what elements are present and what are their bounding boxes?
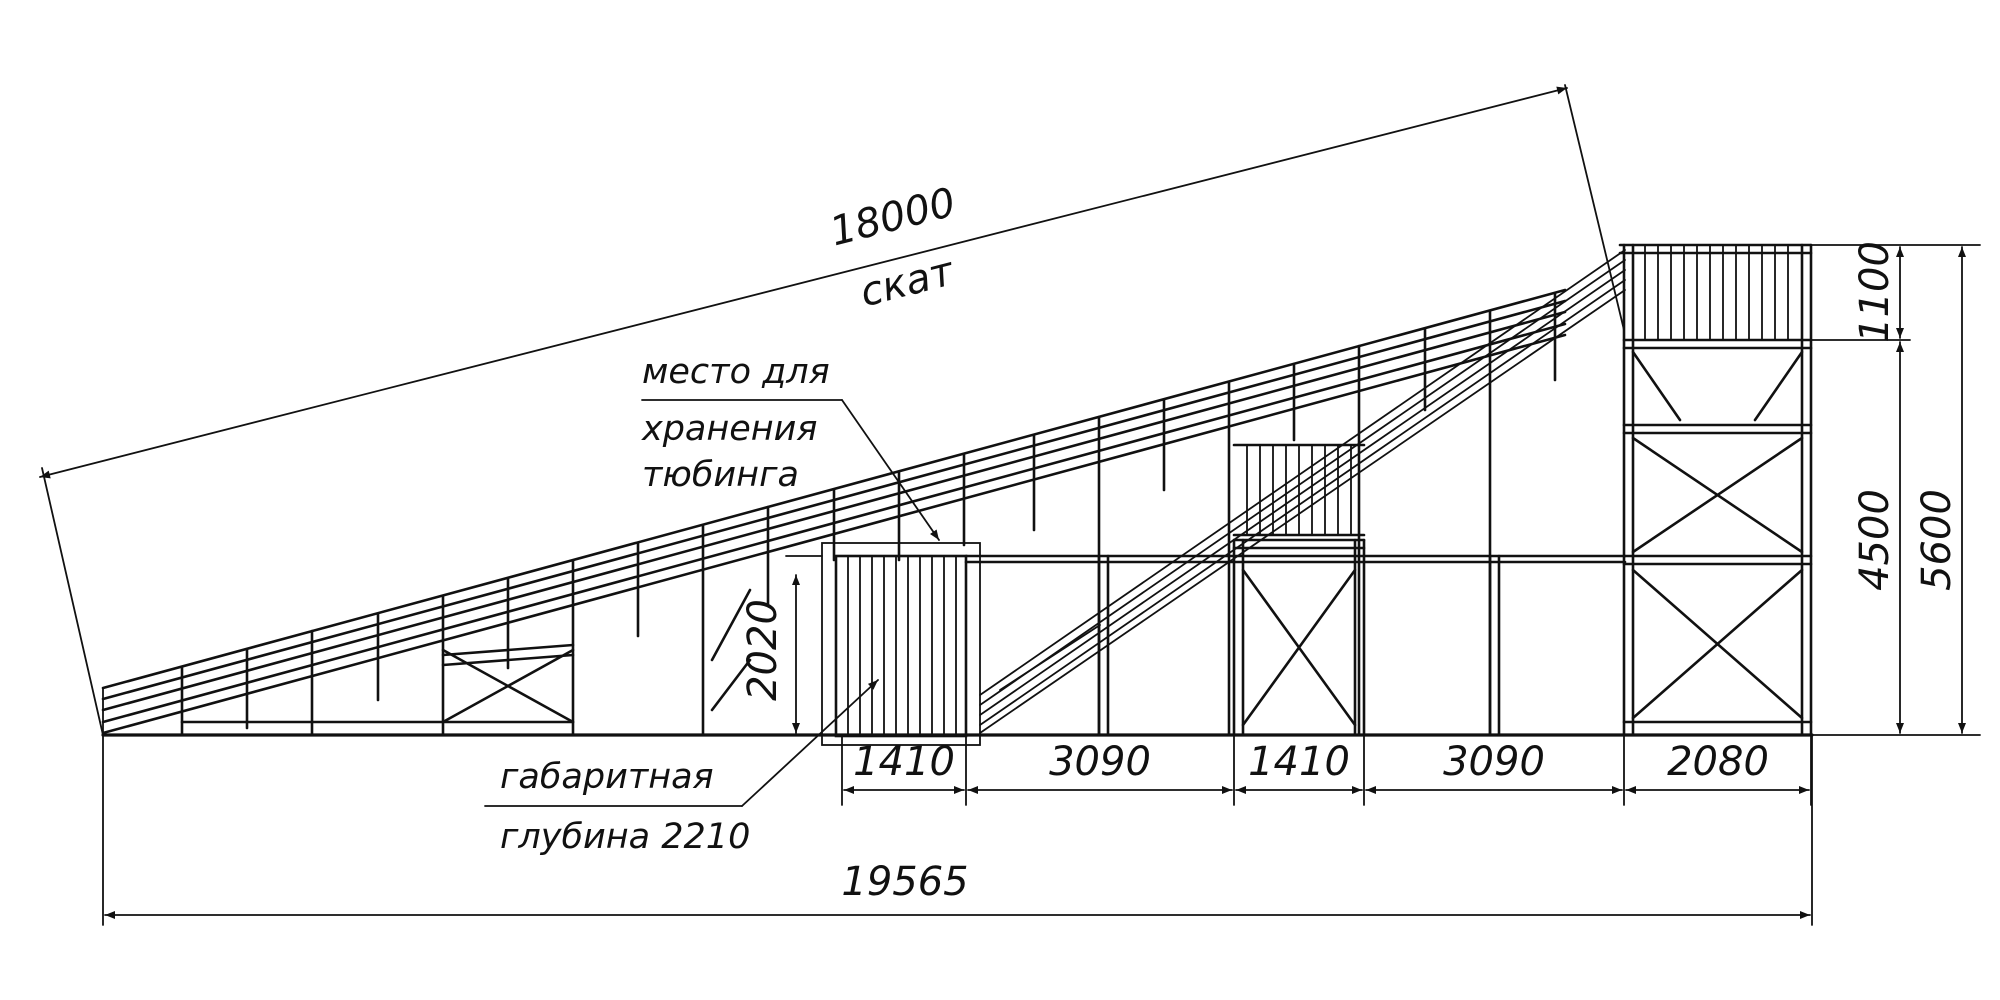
height-dimensions: 1100 4500 5600 [1810,241,1981,736]
depth-note: габаритная глубина 2210 [484,679,879,857]
door-height-dimension: 2020 [740,555,823,734]
platform-height-value: 4500 [1852,489,1898,591]
total-length-dimension: 19565 [102,734,1813,926]
slope-label: скат [856,248,960,316]
slope-length-value: 18000 [825,179,960,255]
top-tower [1618,243,1813,737]
door-height-value: 2020 [740,599,786,701]
storage-note-line-1: место для [642,352,830,392]
slope-structure [101,288,1567,737]
depth-note-line-1: габаритная [500,757,714,797]
top-rail-height-value: 1100 [1852,241,1898,343]
span-2: 3090 [1049,739,1151,785]
storage-note-line-2: хранения [641,409,817,449]
span-dimensions: 1410 3090 1410 3090 2080 [841,734,1812,806]
span-4: 3090 [1443,739,1545,785]
total-length-value: 19565 [841,859,968,905]
span-5: 2080 [1667,739,1769,785]
span-3: 1410 [1248,739,1350,785]
storage-note: место для хранения тюбинга [641,352,940,541]
span-1: 1410 [853,739,955,785]
storage-note-line-3: тюбинга [642,455,799,495]
slope-length-dimension: 18000 скат [39,84,1625,736]
slope-bay-frame [180,588,752,724]
depth-note-line-2: глубина 2210 [500,817,750,857]
total-height-value: 5600 [1914,489,1960,591]
storage-door [821,542,981,746]
